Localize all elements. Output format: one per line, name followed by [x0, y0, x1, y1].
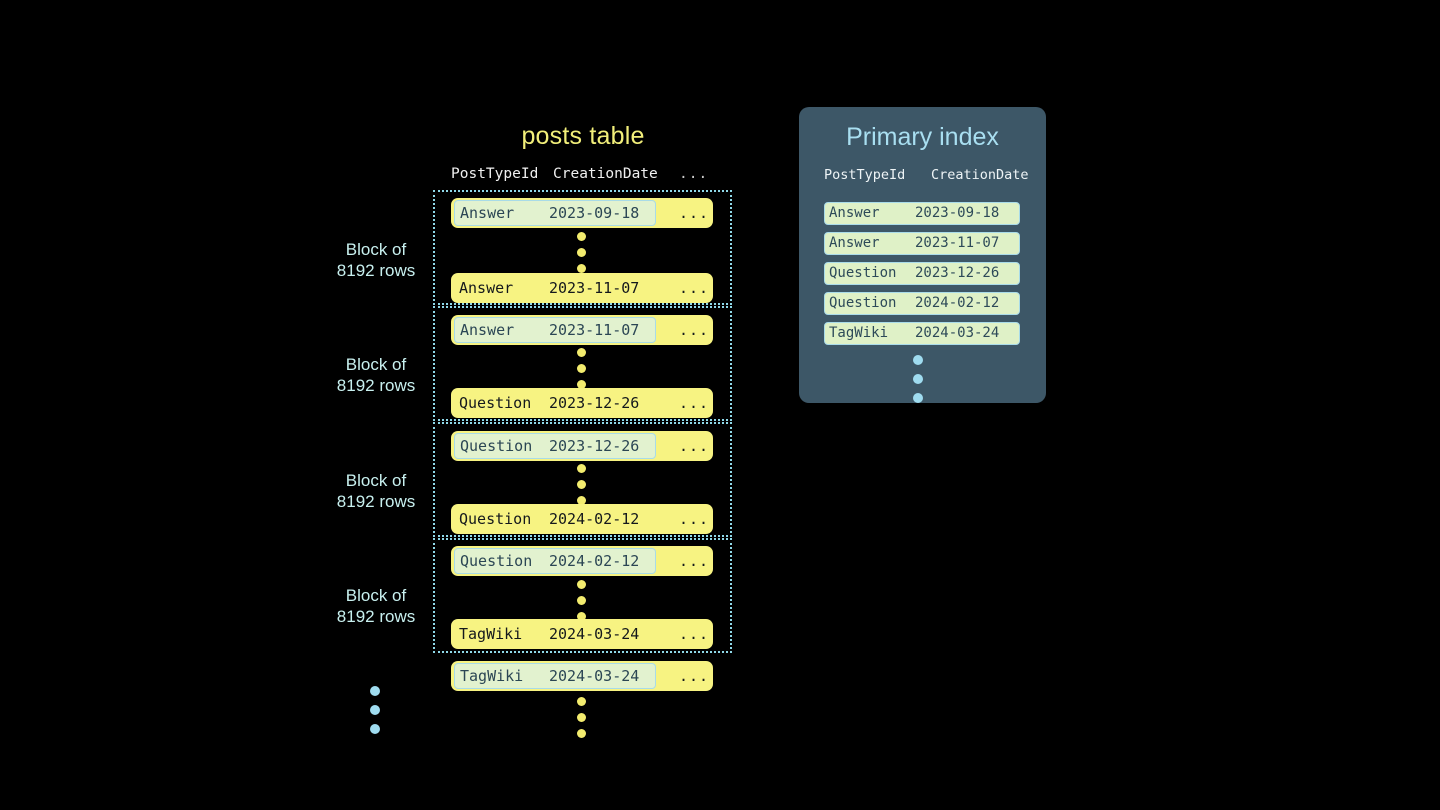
table-block-1: [433, 190, 732, 305]
table-block-1-label: Block of 8192 rows: [301, 239, 451, 281]
table-continuation-dots: [577, 697, 586, 745]
cell-post-type-id: Question: [460, 437, 533, 455]
table-block-2-label: Block of 8192 rows: [301, 354, 451, 396]
cell-ellipsis: ...: [679, 394, 710, 412]
index-cell-creation-date: 2024-02-12: [915, 295, 1000, 311]
cell-post-type-id: Question: [460, 552, 533, 570]
index-highlight-box: [454, 663, 656, 689]
cell-ellipsis: ...: [679, 625, 710, 643]
cell-post-type-id: Answer: [459, 279, 514, 297]
blocks-continuation-dots: [370, 686, 380, 743]
index-row[interactable]: Question 2023-12-26: [824, 262, 1020, 285]
primary-index-title: Primary index: [846, 123, 999, 151]
table-row[interactable]: Question 2024-02-12 ...: [451, 504, 713, 534]
index-row[interactable]: Question 2024-02-12: [824, 292, 1020, 315]
table-block-4-label-line1: Block of: [345, 586, 407, 605]
table-block-3-label-line1: Block of: [345, 471, 407, 490]
table-row[interactable]: Question 2023-12-26 ...: [451, 388, 713, 418]
index-highlight-box: [454, 200, 656, 226]
table-row[interactable]: TagWiki 2024-03-24 ...: [451, 661, 713, 691]
index-cell-post-type-id: Question: [829, 265, 897, 281]
table-row[interactable]: Question 2024-02-12 ...: [451, 546, 713, 576]
table-block-4: [433, 538, 732, 653]
index-cell-post-type-id: Answer: [829, 235, 880, 251]
cell-ellipsis: ...: [679, 552, 710, 570]
column-header-ellipsis: ...: [679, 166, 709, 182]
cell-creation-date: 2023-12-26: [549, 394, 640, 412]
index-column-header-creation-date: CreationDate: [931, 167, 1029, 183]
index-highlight-box: [454, 317, 656, 343]
index-cell-post-type-id: TagWiki: [829, 325, 889, 341]
table-block-3: [433, 422, 732, 537]
index-row[interactable]: Answer 2023-11-07: [824, 232, 1020, 255]
cell-post-type-id: Question: [459, 510, 532, 528]
cell-post-type-id: TagWiki: [459, 625, 523, 643]
table-row[interactable]: Answer 2023-11-07 ...: [451, 273, 713, 303]
table-block-4-label: Block of 8192 rows: [301, 585, 451, 627]
posts-table-title: posts table: [521, 122, 645, 150]
index-cell-creation-date: 2023-11-07: [915, 235, 1000, 251]
index-cell-post-type-id: Answer: [829, 205, 880, 221]
index-row[interactable]: TagWiki 2024-03-24: [824, 322, 1020, 345]
table-block-3-label-line2: 8192 rows: [336, 492, 416, 511]
cell-post-type-id: Question: [459, 394, 532, 412]
cell-ellipsis: ...: [679, 437, 710, 455]
table-block-2: [433, 306, 732, 421]
table-row[interactable]: Question 2023-12-26 ...: [451, 431, 713, 461]
table-block-2-label-line1: Block of: [345, 355, 407, 374]
index-cell-creation-date: 2023-12-26: [915, 265, 1000, 281]
table-block-2-label-line2: 8192 rows: [336, 376, 416, 395]
row-ellipsis-dots: [577, 580, 586, 628]
cell-post-type-id: Answer: [460, 204, 515, 222]
cell-post-type-id: TagWiki: [460, 667, 524, 685]
column-header-post-type-id: PostTypeId: [451, 166, 539, 182]
cell-creation-date: 2023-11-07: [549, 321, 640, 339]
cell-creation-date: 2023-09-18: [549, 204, 640, 222]
cell-ellipsis: ...: [679, 279, 710, 297]
table-block-1-label-line2: 8192 rows: [336, 261, 416, 280]
table-block-1-label-line1: Block of: [345, 240, 407, 259]
table-row[interactable]: TagWiki 2024-03-24 ...: [451, 619, 713, 649]
table-row[interactable]: Answer 2023-09-18 ...: [451, 198, 713, 228]
primary-index-panel: Primary index PostTypeId CreationDate An…: [799, 107, 1046, 403]
index-highlight-box: [454, 548, 656, 574]
index-cell-creation-date: 2023-09-18: [915, 205, 1000, 221]
index-cell-post-type-id: Question: [829, 295, 897, 311]
cell-post-type-id: Answer: [460, 321, 515, 339]
cell-creation-date: 2023-12-26: [549, 437, 640, 455]
index-highlight-box: [454, 433, 656, 459]
cell-ellipsis: ...: [679, 321, 710, 339]
index-row[interactable]: Answer 2023-09-18: [824, 202, 1020, 225]
cell-creation-date: 2024-03-24: [549, 667, 640, 685]
primary-index-column-headers: PostTypeId CreationDate: [824, 167, 1034, 187]
row-ellipsis-dots: [577, 464, 586, 512]
table-row[interactable]: Answer 2023-11-07 ...: [451, 315, 713, 345]
cell-creation-date: 2024-03-24: [549, 625, 640, 643]
cell-creation-date: 2023-11-07: [549, 279, 640, 297]
posts-table-column-headers: PostTypeId CreationDate ...: [451, 166, 713, 186]
cell-ellipsis: ...: [679, 510, 710, 528]
cell-ellipsis: ...: [679, 667, 710, 685]
index-column-header-post-type-id: PostTypeId: [824, 167, 906, 183]
row-ellipsis-dots: [577, 232, 586, 280]
column-header-creation-date: CreationDate: [553, 166, 658, 182]
cell-creation-date: 2024-02-12: [549, 510, 640, 528]
table-block-3-label: Block of 8192 rows: [301, 470, 451, 512]
cell-creation-date: 2024-02-12: [549, 552, 640, 570]
index-cell-creation-date: 2024-03-24: [915, 325, 1000, 341]
index-continuation-dots: [913, 355, 923, 412]
row-ellipsis-dots: [577, 348, 586, 396]
cell-ellipsis: ...: [679, 204, 710, 222]
table-block-4-label-line2: 8192 rows: [336, 607, 416, 626]
